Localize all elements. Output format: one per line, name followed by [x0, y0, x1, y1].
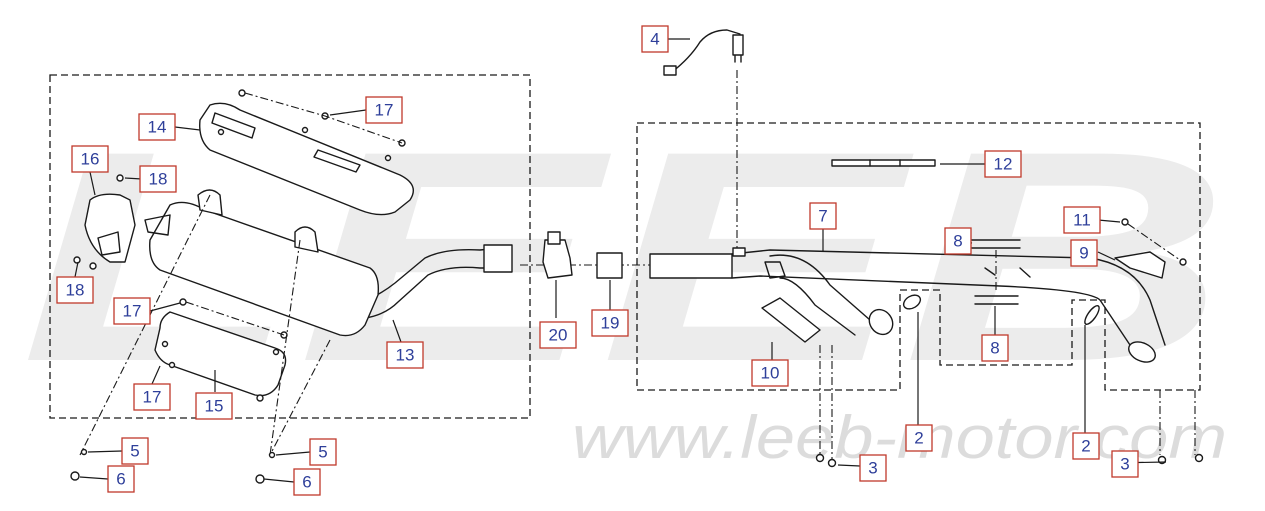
callout-2-left: 2 [905, 424, 933, 452]
part-end-cap [73, 174, 136, 270]
callout-20: 20 [539, 321, 577, 349]
svg-text:10: 10 [761, 364, 780, 383]
svg-text:20: 20 [549, 326, 568, 345]
header-assembly-boundary [636, 122, 1201, 391]
callout-6-left: 6 [107, 465, 135, 493]
callout-7: 7 [809, 202, 837, 230]
part-gasket-19 [596, 252, 623, 279]
svg-text:3: 3 [868, 459, 877, 478]
part-clamps [971, 239, 1021, 305]
callout-11: 11 [1063, 206, 1101, 234]
callout-14: 14 [138, 113, 176, 141]
callout-18-bottom: 18 [56, 276, 94, 304]
svg-text:12: 12 [994, 155, 1013, 174]
svg-text:3: 3 [1120, 455, 1129, 474]
leader-lines [74, 38, 1167, 483]
callout-15: 15 [195, 392, 233, 420]
part-clamp-20 [542, 239, 573, 279]
callout-17-top: 17 [365, 96, 403, 124]
callout-9: 9 [1070, 239, 1098, 267]
svg-text:15: 15 [205, 397, 224, 416]
callout-5-left: 5 [121, 437, 149, 465]
svg-text:17: 17 [143, 388, 162, 407]
callout-4: 4 [641, 25, 669, 53]
muffler-assembly-boundary [49, 74, 531, 419]
callout-3-left: 3 [859, 454, 887, 482]
callout-13: 13 [386, 341, 424, 369]
svg-text:16: 16 [81, 150, 100, 169]
callout-16: 16 [71, 145, 109, 173]
svg-text:5: 5 [130, 442, 139, 461]
part-small-heat-shield [1114, 218, 1187, 279]
svg-text:7: 7 [818, 207, 827, 226]
callout-2-right: 2 [1072, 432, 1100, 460]
svg-text:9: 9 [1079, 244, 1088, 263]
callout-17-middle: 17 [113, 297, 151, 325]
svg-text:5: 5 [318, 443, 327, 462]
svg-text:6: 6 [302, 473, 311, 492]
svg-text:14: 14 [148, 118, 167, 137]
callout-18-top: 18 [139, 165, 177, 193]
part-header-pipe [731, 247, 1166, 363]
part-clamp-strap [831, 159, 936, 167]
callout-6-right: 6 [293, 468, 321, 496]
svg-text:13: 13 [396, 346, 415, 365]
callout-10: 10 [751, 359, 789, 387]
mounting-lines [70, 194, 331, 484]
svg-text:8: 8 [990, 339, 999, 358]
svg-text:2: 2 [1081, 437, 1090, 456]
part-link-pipe [520, 231, 733, 279]
svg-text:18: 18 [149, 170, 168, 189]
callout-17-bottom: 17 [133, 383, 171, 411]
callout-19: 19 [591, 309, 629, 337]
part-gaskets-2 [902, 294, 1100, 325]
callout-3-right: 3 [1111, 450, 1139, 478]
part-nuts-3 [815, 345, 1204, 468]
part-upper-heat-shield [199, 89, 414, 216]
svg-text:17: 17 [375, 101, 394, 120]
svg-text:11: 11 [1073, 211, 1091, 230]
part-muffler-pipe [359, 244, 513, 319]
callout-8-top: 8 [944, 227, 972, 255]
svg-text:18: 18 [66, 281, 85, 300]
svg-text:4: 4 [650, 30, 659, 49]
svg-text:19: 19 [601, 314, 620, 333]
part-lower-heat-shield [154, 298, 288, 402]
svg-text:17: 17 [123, 302, 142, 321]
svg-text:2: 2 [914, 429, 923, 448]
callout-12: 12 [984, 150, 1022, 178]
part-gasket-10 [761, 297, 821, 343]
part-muffler-body [144, 189, 380, 337]
callout-8-bottom: 8 [981, 334, 1009, 362]
part-o2-sensor [663, 29, 744, 250]
callout-5-right: 5 [309, 438, 337, 466]
svg-text:6: 6 [116, 470, 125, 489]
svg-text:8: 8 [953, 232, 962, 251]
